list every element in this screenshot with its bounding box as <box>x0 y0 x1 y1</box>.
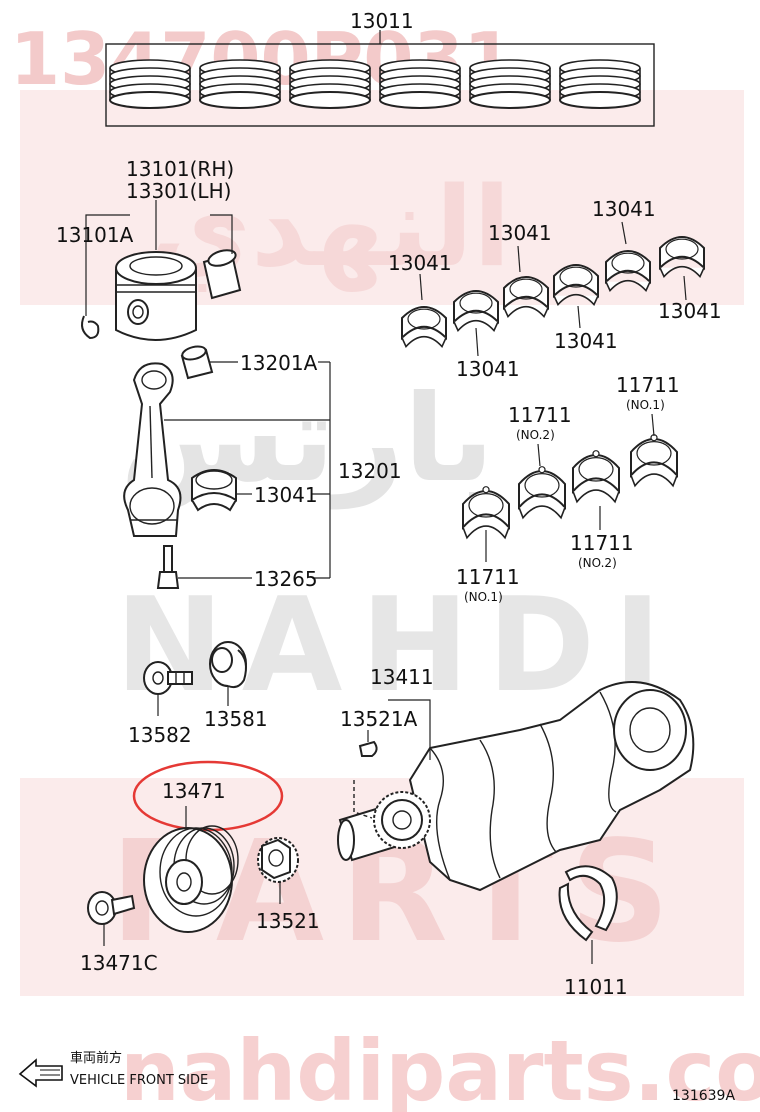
rod-bearing-shell <box>453 290 499 333</box>
piston-pin <box>202 249 242 300</box>
label-11711-d: 11711 <box>456 565 520 589</box>
label-13041-e: 13041 <box>554 329 618 353</box>
crankshaft <box>337 681 695 892</box>
con-rod-leaders <box>164 361 331 579</box>
label-13301: 13301(LH) <box>126 179 231 203</box>
timing-gear-13521 <box>257 837 299 883</box>
legend-english: VEHICLE FRONT SIDE <box>70 1073 208 1088</box>
rod-bearing-single <box>191 469 237 512</box>
rod-bearing-shell <box>659 236 705 279</box>
connecting-rod <box>123 362 182 537</box>
label-11011: 11011 <box>564 975 628 999</box>
main-bearing-group <box>462 434 678 540</box>
label-11711-b: 11711 <box>508 403 572 427</box>
main-bearing-shell <box>630 434 678 488</box>
label-13265: 13265 <box>254 567 318 591</box>
label-13041-a: 13041 <box>388 251 452 275</box>
piston <box>115 251 197 341</box>
main-bearing-shell <box>462 486 510 540</box>
main-bearing-shell <box>518 466 566 520</box>
watermark-arabic-2: بارتس <box>120 370 494 509</box>
label-13041-g: 13041 <box>254 483 318 507</box>
piston-leaders <box>85 200 233 316</box>
label-11711-a: 11711 <box>616 373 680 397</box>
piston-ring-stack <box>379 59 461 109</box>
label-13582: 13582 <box>128 723 192 747</box>
piston-ring-stack <box>559 59 641 109</box>
label-13201: 13201 <box>338 459 402 483</box>
label-13041-b: 13041 <box>488 221 552 245</box>
thrust-washer <box>558 865 618 942</box>
piston-ring-set-group <box>105 30 655 127</box>
piston-ring-stack <box>289 59 371 109</box>
label-11711-d-note: (NO.1) <box>464 590 503 604</box>
rod-bearing-shell <box>605 250 651 293</box>
label-13471C: 13471C <box>80 951 158 975</box>
label-13521A: 13521A <box>340 707 418 731</box>
connecting-rod-bushing <box>180 345 214 380</box>
pulley-bolt-13471C <box>87 891 136 925</box>
piston-ring-stack <box>199 59 281 109</box>
rod-bearing-leaders <box>419 221 687 357</box>
rod-bearing-shell <box>553 264 599 307</box>
piston-ring-stack <box>469 59 551 109</box>
label-11711-c-note: (NO.2) <box>578 556 617 570</box>
watermark-site: nahdiparts.com <box>120 1022 760 1112</box>
label-11711-c: 11711 <box>570 531 634 555</box>
watermark-brand-1: NAHDI <box>115 569 680 721</box>
label-13201A: 13201A <box>240 351 318 375</box>
label-13041-c: 13041 <box>592 197 656 221</box>
front-side-arrow-icon <box>18 1058 63 1088</box>
label-11711-a-note: (NO.1) <box>626 398 665 412</box>
crank-timing-gear <box>373 791 431 849</box>
label-13101: 13101(RH) <box>126 157 234 181</box>
label-13471: 13471 <box>162 779 226 803</box>
label-13041-f: 13041 <box>658 299 722 323</box>
crank-pulley <box>143 825 239 933</box>
label-13521: 13521 <box>256 909 320 933</box>
piston-ring-stack <box>109 59 191 109</box>
rod-bearing-group <box>401 236 705 349</box>
label-13011: 13011 <box>350 9 414 33</box>
figure-code: 131639A <box>672 1088 735 1104</box>
rod-bearing-shell <box>401 306 447 349</box>
label-13411: 13411 <box>370 665 434 689</box>
legend-japanese: 車両前方 <box>70 1050 122 1066</box>
rod-bearing-shell <box>503 276 549 319</box>
woodruff-key <box>353 740 378 819</box>
label-13101A: 13101A <box>56 223 134 247</box>
watermark: 134700P031 النهدي بارتس NAHDI PARTS nahd… <box>10 17 760 1112</box>
main-bearing-leaders <box>485 413 655 562</box>
spacer-13581 <box>209 641 247 689</box>
rod-bolt <box>156 545 180 589</box>
label-13041-d: 13041 <box>456 357 520 381</box>
snap-ring <box>81 315 100 340</box>
label-11711-b-note: (NO.2) <box>516 428 555 442</box>
main-bearing-shell <box>572 450 620 504</box>
label-13581: 13581 <box>204 707 268 731</box>
